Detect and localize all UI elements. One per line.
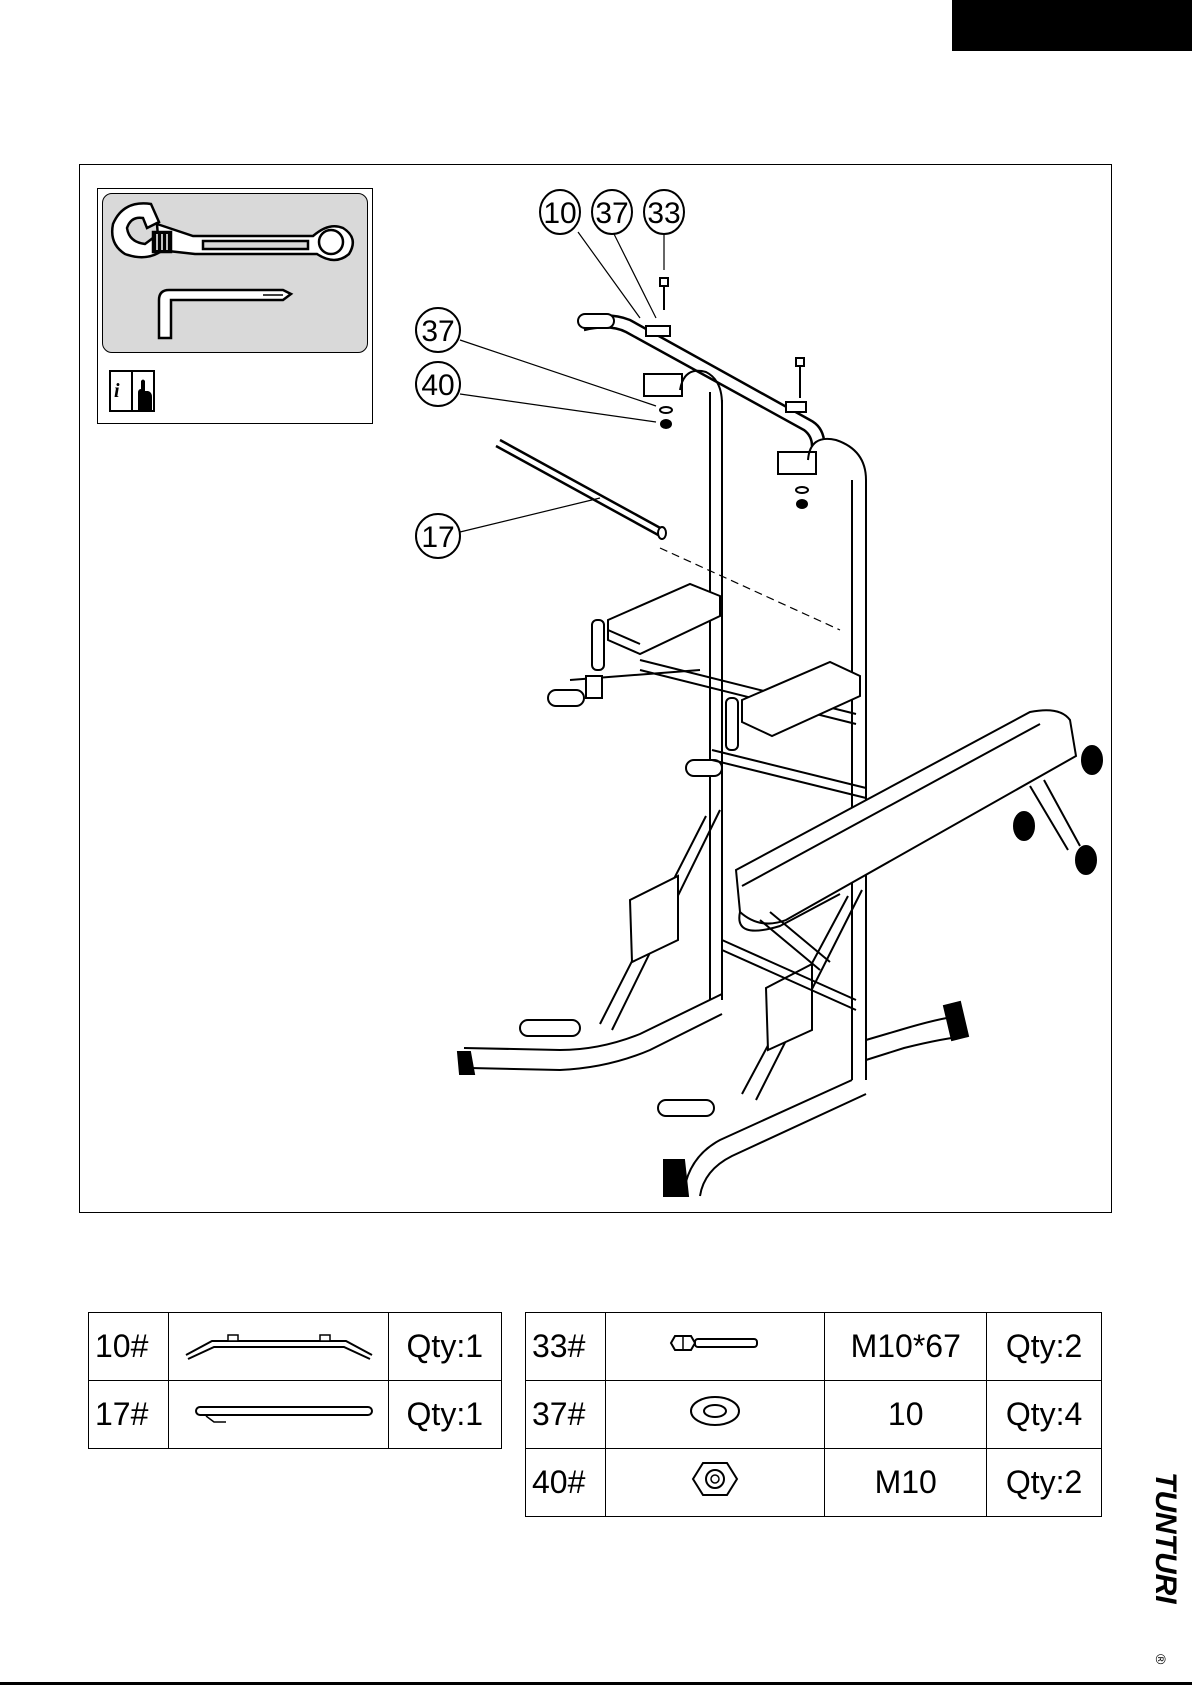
table-row: 10# Qty:1 bbox=[89, 1313, 502, 1381]
callout-37-top: 37 bbox=[595, 197, 628, 230]
tunturi-logo: TUNTURI ® bbox=[1148, 1468, 1180, 1668]
part-number: 10# bbox=[89, 1313, 169, 1381]
brand-name: TUNTURI bbox=[1149, 1472, 1180, 1604]
part-number: 40# bbox=[526, 1449, 606, 1517]
part-quantity: Qty:2 bbox=[987, 1313, 1102, 1381]
parts-table-right: 33# M10*67 Qty:2 37# 10 Qty:4 40# bbox=[525, 1312, 1102, 1517]
part-number: 33# bbox=[526, 1313, 606, 1381]
part-image-bar bbox=[168, 1381, 388, 1449]
part-quantity: Qty:4 bbox=[987, 1381, 1102, 1449]
part-image-washer bbox=[605, 1381, 824, 1449]
part-image-nut bbox=[605, 1449, 824, 1517]
table-row: 17# Qty:1 bbox=[89, 1381, 502, 1449]
part-spec: M10*67 bbox=[825, 1313, 987, 1381]
callout-40: 40 bbox=[421, 369, 454, 402]
part-spec: M10 bbox=[825, 1449, 987, 1517]
table-row: 40# M10 Qty:2 bbox=[526, 1449, 1102, 1517]
part-quantity: Qty:2 bbox=[987, 1449, 1102, 1517]
part-quantity: Qty:1 bbox=[388, 1313, 501, 1381]
callout-37: 37 bbox=[421, 315, 454, 348]
parts-table-left: 10# Qty:1 17# Qty:1 bbox=[88, 1312, 502, 1449]
table-row: 33# M10*67 Qty:2 bbox=[526, 1313, 1102, 1381]
part-quantity: Qty:1 bbox=[388, 1381, 501, 1449]
callout-10: 10 bbox=[543, 197, 576, 230]
part-number: 37# bbox=[526, 1381, 606, 1449]
callout-17: 17 bbox=[421, 521, 454, 554]
part-number: 17# bbox=[89, 1381, 169, 1449]
callout-33: 33 bbox=[647, 197, 680, 230]
part-image-pull-up-bar bbox=[168, 1313, 388, 1381]
part-spec: 10 bbox=[825, 1381, 987, 1449]
part-image-bolt bbox=[605, 1313, 824, 1381]
table-row: 37# 10 Qty:4 bbox=[526, 1381, 1102, 1449]
registered-mark: ® bbox=[1153, 1654, 1169, 1665]
